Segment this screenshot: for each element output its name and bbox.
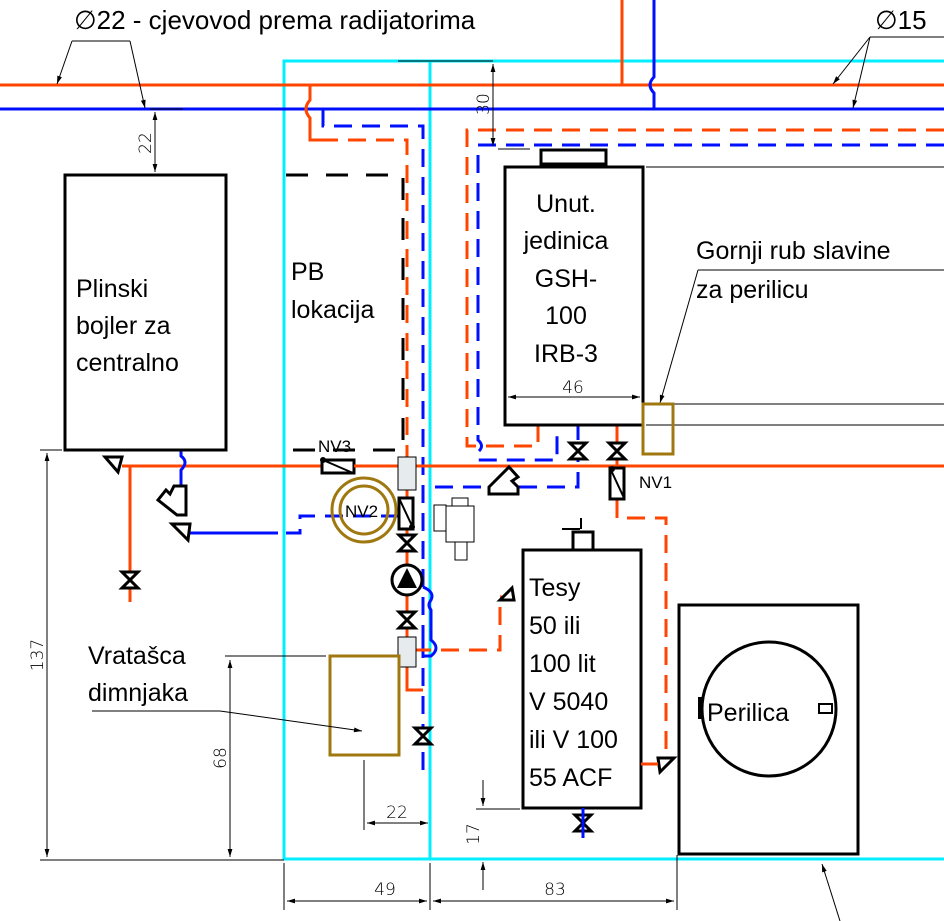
nv3-label: NV3 [318, 437, 351, 456]
pb-location-label-2: lokacija [291, 296, 374, 324]
radiator-leader-arrow-2 [129, 40, 146, 109]
dim-46-label: 46 [562, 378, 584, 398]
tesy-label-6: 55 ACF [529, 764, 612, 792]
tap-edge-label-2: za perilicu [696, 276, 809, 304]
fitting-lower [397, 636, 417, 668]
nv1-valve-slash [609, 467, 625, 499]
riser-cold [648, 0, 656, 109]
washer-drum-latch [818, 703, 833, 714]
angle-valve-tesy-out [656, 756, 678, 776]
nv2-label: NV2 [345, 502, 378, 521]
tap-leader-arrow [659, 269, 699, 404]
tesy-label-5: ili V 100 [529, 726, 618, 754]
pipe-15-leader-arrow-1 [832, 36, 871, 85]
tesy-label-4: V 5040 [529, 688, 608, 716]
washing-machine [677, 603, 860, 856]
pipe-15-leader-arrow-2 [852, 36, 871, 109]
nv1-valve-dot [609, 466, 615, 472]
indoor-unit-label-2: jedinica [523, 227, 609, 255]
pb-cold-dashed [321, 109, 425, 640]
pb-cold-return [286, 514, 407, 535]
dim-22-top-label: 22 [136, 132, 156, 154]
nv2-outer-ring [330, 476, 398, 544]
indoor-unit-label-5: IRB-3 [534, 340, 598, 368]
tesy-label-1: Tesy [529, 574, 581, 602]
safety-valve-cap [451, 497, 469, 507]
valve-column-mid [395, 610, 419, 630]
tesy-water-heater [521, 548, 643, 810]
tesy-top-valve [571, 530, 595, 552]
gas-boiler-label-1: Plinski [76, 275, 148, 303]
angle-valve-tesy-in [496, 584, 516, 602]
dim-30-label: 30 [474, 93, 494, 115]
safety-valve-body [445, 505, 475, 543]
nv3-valve-dot [320, 457, 326, 463]
dim-22-bottom-label: 22 [386, 803, 408, 823]
washer-tap-box [641, 402, 675, 456]
nv2-valve-dot [409, 524, 415, 530]
indoor-unit-label-4: 100 [545, 302, 587, 330]
tap-edge-label-1: Gornji rub slavine [696, 237, 891, 265]
filter-unit [487, 464, 521, 496]
unit-hot-loop [465, 128, 944, 448]
dim-68-label: 68 [211, 747, 231, 769]
washer-label: Perilica [707, 699, 789, 727]
pb-location-label-1: PB [291, 258, 324, 286]
tesy-label-2: 50 ili [529, 612, 580, 640]
indoor-unit-label-3: GSH- [535, 265, 598, 293]
dimensions: 22 30 137 68 22 17 49 83 [28, 60, 841, 921]
indoor-unit [503, 165, 645, 427]
column-hot-lower [405, 665, 423, 692]
nv3-valve-slash [322, 459, 354, 474]
dim-49-label: 49 [374, 880, 396, 900]
washer-floor-leader [821, 863, 841, 921]
tesy-label-3: 100 lit [529, 650, 596, 678]
angle-valve-boiler-hot [101, 455, 124, 476]
tesy-safety-handle [562, 518, 582, 530]
gas-boiler-label-3: centralno [76, 349, 179, 377]
safety-valve-device [433, 497, 475, 561]
walls [282, 59, 944, 861]
valve-column-lower [411, 726, 435, 746]
valve-boiler-drain [118, 570, 142, 590]
pb-hot-dashed [320, 138, 409, 460]
wall-left-section [282, 59, 432, 861]
indoor-unit-label-1: Unut. [536, 190, 596, 218]
safety-valve-side [433, 504, 447, 532]
angle-valve-boiler-cold [168, 522, 192, 544]
nv2-valve-slash [398, 497, 414, 529]
pump-arrow-icon [397, 568, 417, 588]
hot-to-washer [615, 500, 668, 760]
dim-83-label: 83 [544, 880, 566, 900]
pb-location-outline [286, 173, 405, 452]
valves [118, 441, 629, 833]
chimney-door-label-2: dimnjaka [88, 679, 188, 707]
valve-column-upper [395, 533, 419, 553]
unit-bracket [539, 148, 608, 166]
valve-unit-hot [605, 441, 629, 461]
pipe-15-label: ∅15 [875, 5, 927, 35]
column-cold-crossover [422, 585, 438, 658]
chimney-door [328, 654, 401, 757]
dim-137-label: 137 [28, 639, 48, 671]
safety-valve-stem [454, 541, 468, 561]
boiler-cold-riser [179, 450, 187, 486]
fitting-upper [397, 456, 417, 491]
gas-boiler [63, 173, 228, 452]
pb-hot-branch [304, 85, 320, 142]
valve-unit-cold [566, 441, 590, 461]
nv1-label: NV1 [639, 473, 672, 492]
filter-boiler [155, 484, 188, 517]
dim-17-label: 17 [464, 823, 484, 845]
nv2-inner-ring [338, 484, 390, 536]
chimney-leader-arrow [219, 710, 363, 733]
unit-cold-loop [476, 143, 944, 462]
chimney-door-label-1: Vratašca [88, 642, 186, 670]
gas-boiler-label-2: bojler za [76, 312, 171, 340]
radiator-pipe-label: ∅22 - cjevovod prema radijatorima [74, 5, 476, 35]
radiator-leader-arrow-1 [56, 40, 73, 85]
